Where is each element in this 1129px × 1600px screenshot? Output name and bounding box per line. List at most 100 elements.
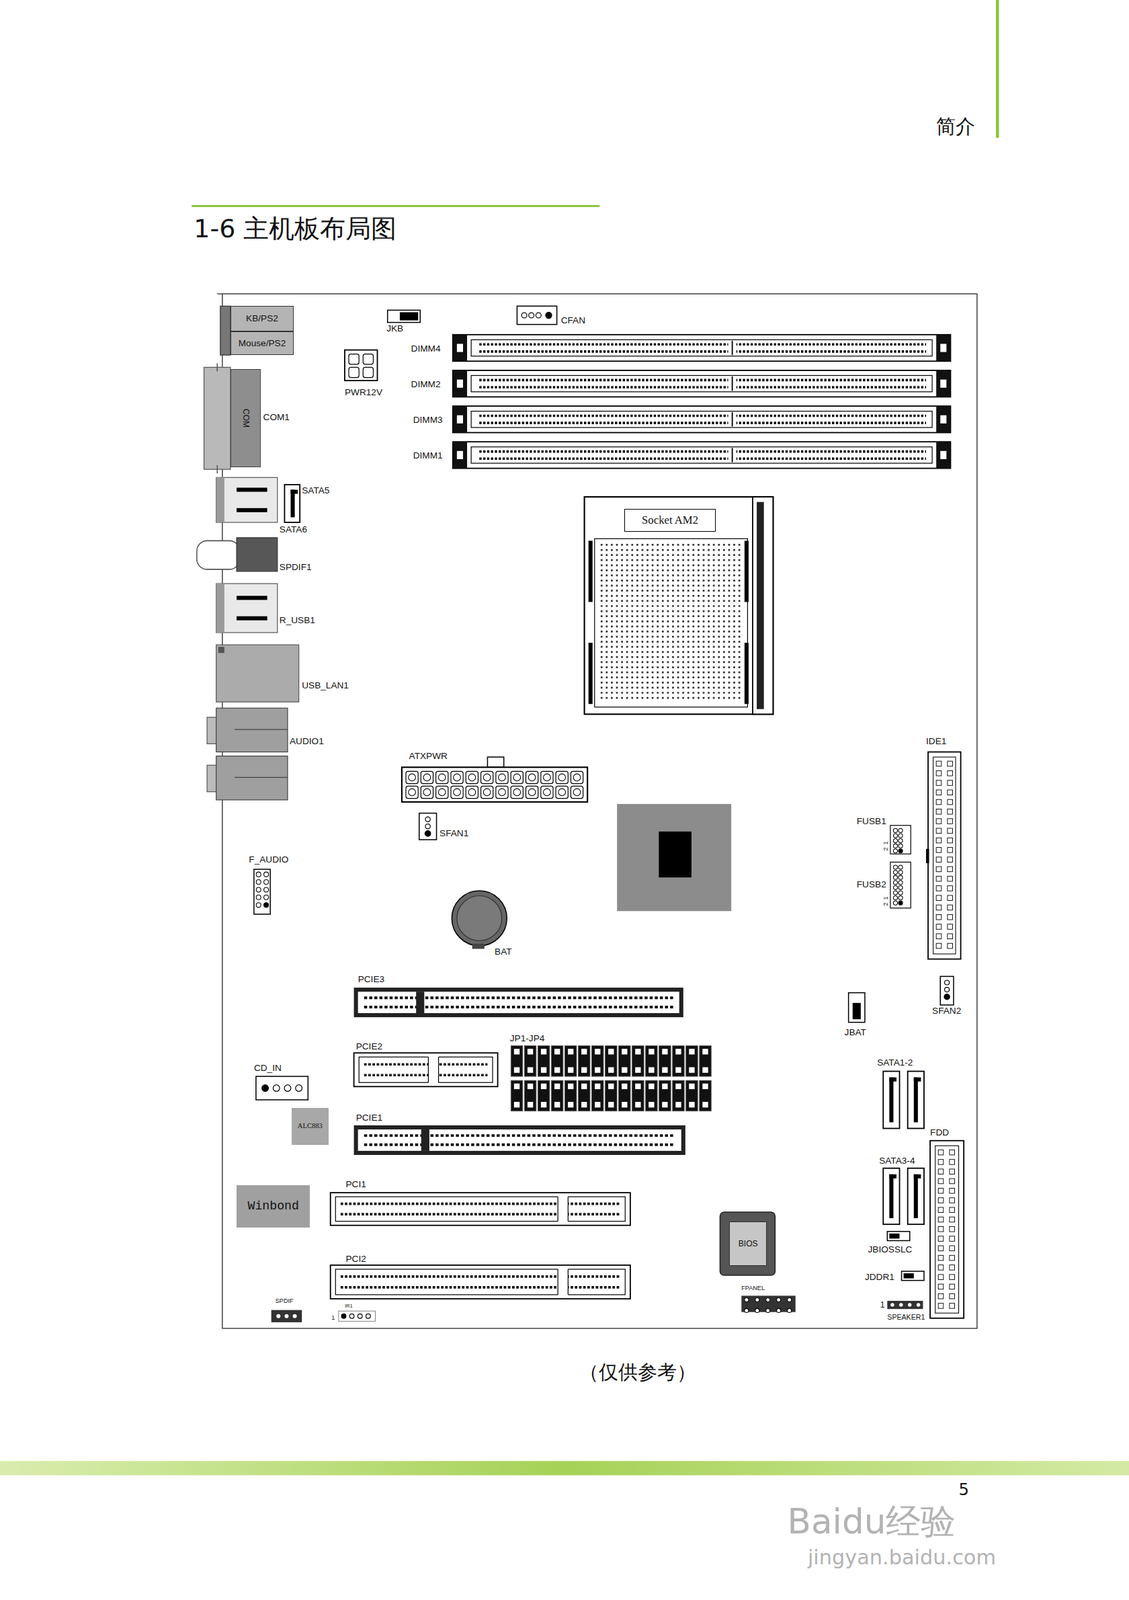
socket-pins — [600, 696, 743, 699]
pci-slot — [330, 1192, 631, 1226]
jumper-pin — [567, 1048, 574, 1054]
atx-pin — [525, 770, 538, 783]
component-box: Winbond — [236, 1184, 310, 1227]
atx-pin-hole — [558, 773, 566, 781]
jumper-block — [564, 1079, 576, 1111]
fdd-pin — [949, 1187, 955, 1193]
jumper-block — [699, 1045, 712, 1077]
jumper-pin — [514, 1083, 520, 1089]
jumper-pin — [527, 1101, 533, 1107]
sata-connector — [907, 1071, 925, 1129]
ide-pin — [947, 885, 953, 892]
front-panel-pin — [776, 1307, 781, 1312]
front-panel-pin — [766, 1297, 771, 1302]
board-notch — [217, 293, 223, 295]
component-name: ALC883 — [297, 1122, 323, 1130]
usb-shell — [216, 477, 225, 523]
ide-pin — [936, 789, 942, 796]
component-name: Socket AM2 — [641, 514, 699, 527]
part-label: JP1-JP4 — [510, 1033, 546, 1043]
com-screw — [216, 465, 218, 474]
sata-key — [290, 489, 299, 494]
jumper-block — [592, 1079, 604, 1111]
part-label: PCI1 — [345, 1179, 366, 1189]
ide-pin — [947, 827, 953, 834]
atx-pin — [525, 785, 538, 798]
socket-pins — [600, 614, 743, 617]
jumper-block — [551, 1079, 563, 1111]
dimm-contacts — [479, 342, 927, 346]
fdd-pin — [938, 1216, 944, 1222]
part-label: PCIE2 — [356, 1041, 383, 1052]
audio-block — [216, 756, 288, 800]
fan-header — [516, 305, 557, 324]
component-name: COM — [241, 408, 250, 428]
dimm-latch — [936, 441, 951, 468]
usb-header-pin — [893, 880, 898, 885]
sata-key — [913, 1174, 922, 1179]
pin-dot — [366, 1313, 371, 1318]
power-pin — [348, 366, 359, 378]
socket-pins — [600, 584, 743, 587]
cpu-socket — [584, 496, 774, 714]
jumper-pin — [581, 1101, 587, 1107]
jumper-pin — [621, 1083, 627, 1089]
pcie-slot-inner — [358, 1129, 682, 1151]
pin-dot — [425, 816, 431, 822]
socket-pins — [600, 635, 743, 638]
atx-pin — [436, 770, 449, 783]
component-box: Mouse/PS2 — [230, 331, 294, 355]
jumper-block — [618, 1079, 631, 1111]
jumper-block — [537, 1045, 550, 1077]
audio-header — [254, 868, 271, 914]
pci-slot-inner — [335, 1196, 625, 1221]
jumper-pin — [675, 1083, 681, 1089]
ide-inner — [933, 756, 956, 954]
jumper-block — [645, 1079, 658, 1111]
ide-pin — [936, 885, 942, 892]
jumper-block — [618, 1045, 631, 1077]
pci-slot-key — [557, 1267, 568, 1295]
socket-pins — [600, 624, 743, 627]
part-label: PCI2 — [345, 1253, 366, 1264]
socket-pins — [600, 563, 743, 566]
pin-dot — [341, 1313, 347, 1318]
fdd-pin — [949, 1216, 955, 1222]
pin-dot — [907, 1302, 912, 1306]
usb-tongue — [236, 487, 268, 492]
socket-pins — [600, 589, 743, 592]
sata-key — [889, 1174, 894, 1218]
dimm-latch-notch — [456, 415, 464, 424]
atx-pin-hole — [498, 773, 507, 781]
part-label: SATA3-4 — [879, 1155, 915, 1166]
usb-header-pin — [898, 895, 903, 900]
footer-band — [0, 1460, 1129, 1475]
audio-header-pin — [264, 871, 269, 877]
dimm-key — [728, 411, 737, 427]
ide-pin — [947, 933, 953, 939]
watermark: jingyan.baidu.com — [807, 1546, 996, 1568]
pcie-slot — [354, 987, 684, 1017]
part-label: SFAN1 — [439, 828, 469, 839]
power-pin — [348, 354, 359, 365]
jumper-pin — [661, 1101, 668, 1107]
usb-port — [216, 583, 278, 633]
ide-key — [926, 848, 930, 863]
part-label: DIMM3 — [413, 415, 443, 425]
usb-header-pin — [898, 885, 903, 890]
jumper-pin — [540, 1066, 547, 1072]
dimm-latch-notch — [456, 343, 464, 352]
jumper-pin — [554, 1083, 560, 1089]
ide-pin — [947, 847, 953, 853]
ide-pin — [936, 847, 942, 853]
component-box: BIOS — [729, 1221, 767, 1267]
dimm-slot — [452, 370, 951, 397]
fdd-pin — [938, 1283, 944, 1289]
part-label: BAT — [494, 946, 513, 957]
component-box: COM — [230, 368, 262, 468]
part-label: JBIOSSLC — [867, 1244, 912, 1254]
atx-pin — [510, 785, 523, 798]
atx-pin — [450, 785, 464, 798]
usb-header-pin — [898, 880, 903, 885]
part-label: 2 — [883, 901, 890, 906]
